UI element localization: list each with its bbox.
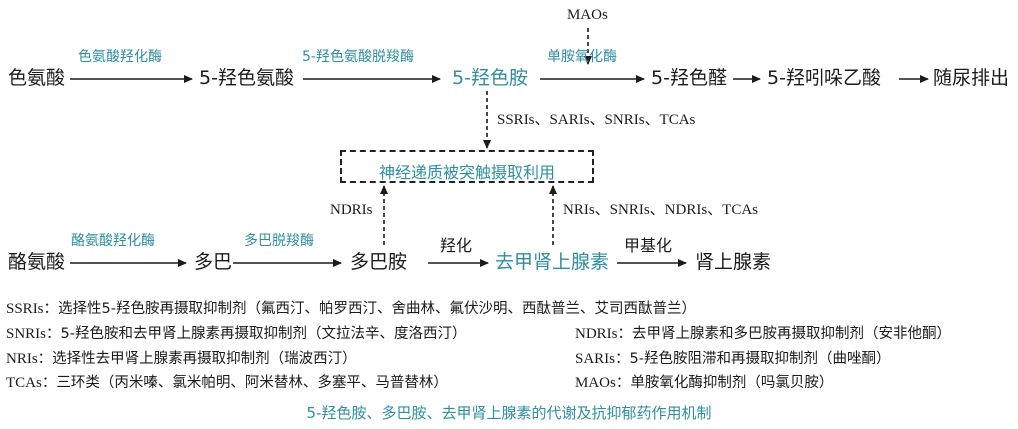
legend-ssris: SSRIs：选择性5-羟色胺再摄取抑制剂（氟西汀、帕罗西汀、舍曲林、氟伏沙明、西…	[6, 302, 696, 317]
legend-abbr: NDRIs	[575, 326, 618, 342]
label-tryptophan-hydroxylase: 色氨酸羟化酶	[78, 49, 162, 65]
figure-caption: 5-羟色胺、多巴胺、去甲肾上腺素的代谢及抗抑郁药作用机制	[306, 404, 712, 422]
legend-saris: SARIs：5-羟色胺阻滞和再摄取抑制剂（曲唑酮）	[575, 352, 890, 367]
legend-abbr: SNRIs	[6, 326, 47, 342]
synaptic-uptake-label: 神经递质被突触摄取利用	[378, 163, 555, 182]
label-hydroxylation: 羟化	[440, 236, 473, 255]
legend-tcas: TCAs：三环类（丙米嗪、氯米帕明、阿米替林、多塞平、马普替林）	[6, 376, 448, 391]
node-5-hiaa: 5-羟吲哚乙酸	[767, 67, 881, 89]
legend-abbr: SSRIs	[6, 301, 44, 317]
label-drugs-ne-uptake: NRIs、SNRIs、NDRIs、TCAs	[563, 202, 759, 218]
legend-desc: ：5-羟色胺和去甲肾上腺素再摄取抑制剂（文拉法辛、度洛西汀）	[46, 326, 467, 342]
node-5-htp: 5-羟色氨酸	[199, 67, 294, 89]
node-tyrosine: 酪氨酸	[8, 251, 66, 273]
label-tyrosine-hydroxylase: 酪氨酸羟化酶	[71, 233, 155, 249]
label-methylation: 甲基化	[624, 236, 673, 255]
node-urinary-excretion: 随尿排出	[933, 67, 1010, 89]
legend-desc: ：单胺氧化酶抑制剂（吗氯贝胺）	[615, 375, 834, 391]
legend-ndris: NDRIs：去甲肾上腺素和多巴胺再摄取抑制剂（安非他酮）	[575, 327, 951, 342]
label-ndris: NDRIs	[330, 202, 373, 218]
label-monoamine-oxidase: 单胺氧化酶	[547, 49, 617, 65]
label-5-htp-decarboxylase: 5-羟色氨酸脱羧酶	[302, 49, 414, 65]
node-epinephrine: 肾上腺素	[695, 251, 772, 273]
legend-desc: ：三环类（丙米嗪、氯米帕明、阿米替林、多塞平、马普替林）	[41, 375, 448, 391]
node-5-hydroxy-aldehyde: 5-羟色醛	[651, 67, 727, 89]
legend-maos: MAOs：单胺氧化酶抑制剂（吗氯贝胺）	[575, 376, 833, 391]
synaptic-uptake-box: 神经递质被突触摄取利用	[340, 150, 594, 183]
label-maos: MAOs	[567, 7, 608, 23]
legend-abbr: NRIs	[6, 351, 38, 367]
legend-desc: ：选择性5-羟色胺再摄取抑制剂（氟西汀、帕罗西汀、舍曲林、氟伏沙明、西酞普兰、艾…	[43, 301, 696, 317]
node-dopa: 多巴	[194, 251, 233, 273]
legend-nris: NRIs：选择性去甲肾上腺素再摄取抑制剂（瑞波西汀）	[6, 352, 357, 367]
label-drugs-serotonin-uptake: SSRIs、SARIs、SNRIs、TCAs	[497, 112, 696, 128]
legend-abbr: SARIs	[575, 351, 616, 367]
legend-abbr: MAOs	[575, 375, 616, 391]
label-dopa-decarboxylase: 多巴脱羧酶	[244, 233, 314, 249]
node-dopamine: 多巴胺	[350, 251, 408, 273]
node-tryptophan: 色氨酸	[8, 67, 66, 89]
node-serotonin: 5-羟色胺	[452, 67, 528, 89]
legend-desc: ：5-羟色胺阻滞和再摄取抑制剂（曲唑酮）	[615, 351, 891, 367]
legend-abbr: TCAs	[6, 375, 42, 391]
legend-desc: ：去甲肾上腺素和多巴胺再摄取抑制剂（安非他酮）	[617, 326, 952, 342]
node-norepinephrine: 去甲肾上腺素	[495, 251, 610, 273]
legend-desc: ：选择性去甲肾上腺素再摄取抑制剂（瑞波西汀）	[37, 351, 357, 367]
legend-snris: SNRIs：5-羟色胺和去甲肾上腺素再摄取抑制剂（文拉法辛、度洛西汀）	[6, 327, 466, 342]
